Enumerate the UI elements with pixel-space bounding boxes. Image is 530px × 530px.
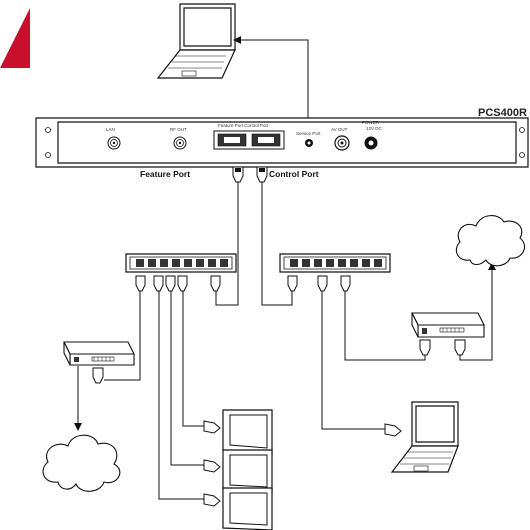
cable-laptop-bottom	[321, 291, 385, 430]
lan-connector: LAN	[106, 127, 121, 150]
laptop-bottom	[390, 401, 459, 473]
service-link-wire	[235, 39, 309, 136]
svg-text:POWER: POWER	[362, 120, 380, 125]
av-out-connector: AV OUT	[331, 127, 350, 151]
feature-control-ports: Feature Port Control Port	[213, 123, 285, 150]
cloud-right	[455, 215, 525, 267]
svg-text:Feature Port Control Port: Feature Port Control Port	[218, 123, 269, 128]
cable-display-2	[170, 291, 204, 466]
display-plugs	[203, 420, 221, 507]
control-cable	[261, 182, 293, 306]
device-model: PCS400R	[478, 107, 527, 119]
laptop-top	[156, 3, 236, 79]
control-port-plug	[256, 166, 268, 183]
svg-text:RF OUT: RF OUT	[170, 127, 187, 132]
router-right-to-cloud	[459, 268, 493, 361]
service-link-arrow	[233, 36, 241, 44]
feature-port-plug	[232, 166, 244, 183]
display-1	[222, 409, 273, 456]
feature-port-heading: Feature Port	[140, 169, 190, 179]
router-left	[63, 341, 135, 366]
service-port-connector: Service Port	[296, 131, 321, 147]
router-right	[411, 312, 485, 338]
router-left-to-cloud-arrow	[74, 423, 82, 431]
display-3	[222, 487, 273, 530]
rf-out-connector: RF OUT	[170, 127, 187, 150]
control-port-heading: Control Port	[269, 169, 319, 179]
cable-left-router	[104, 291, 141, 381]
power-connector: POWER 12V DC	[362, 120, 383, 150]
feature-cable	[215, 182, 239, 306]
svg-text:AV OUT: AV OUT	[331, 127, 348, 132]
cloud-left	[42, 434, 121, 492]
cable-display-1	[182, 291, 204, 427]
display-2	[222, 449, 273, 494]
switch-right	[279, 253, 391, 273]
cable-right-router	[344, 291, 426, 361]
router-left-plug	[92, 367, 104, 384]
svg-text:12V DC: 12V DC	[366, 126, 383, 131]
svg-text:Service Port: Service Port	[296, 131, 321, 136]
router-right-to-cloud-arrow	[488, 262, 496, 270]
svg-text:LAN: LAN	[106, 127, 115, 132]
switch-left	[125, 253, 237, 273]
laptop-bottom-plug	[384, 423, 402, 437]
switch-plugs	[135, 275, 351, 292]
router-right-plugs	[419, 339, 466, 356]
cable-display-3	[158, 291, 204, 500]
accent-tab	[0, 8, 30, 68]
